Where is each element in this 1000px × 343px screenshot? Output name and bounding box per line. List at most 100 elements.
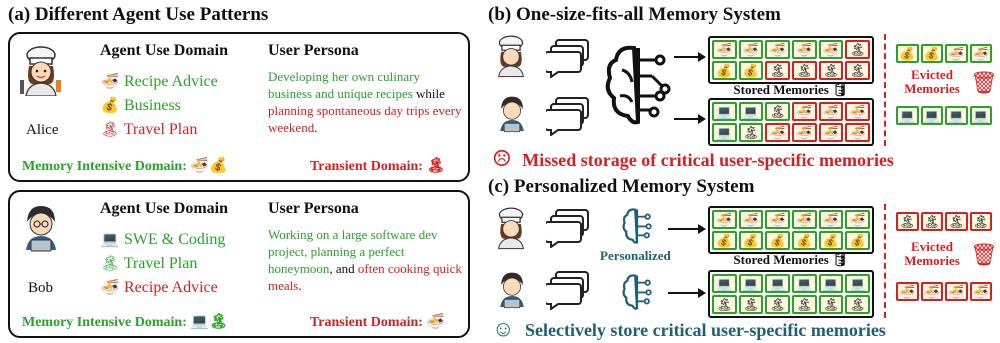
memory-cell: 🍜 — [969, 44, 992, 63]
memory-cell: 💰 — [896, 44, 919, 63]
beach-icon: 🏝 — [100, 122, 120, 138]
database-icon: 🛢 — [832, 82, 849, 97]
memory-cell: 💻 — [712, 102, 737, 121]
status-selective-storage: ☺ Selectively store critical user-specif… — [492, 316, 886, 341]
memory-cell: 🏝 — [791, 295, 817, 314]
memory-cell: 🍜 — [738, 40, 764, 59]
memory-cell: 🍜 — [765, 40, 790, 59]
brain-circuit-icon — [620, 206, 654, 251]
memory-cell: 💻 — [969, 106, 992, 125]
memory-cell: 💰 — [765, 231, 790, 250]
noodle-icon: 🍜 — [100, 74, 120, 90]
alice-avatar — [18, 46, 64, 101]
alice-domain-business: 💰 Business — [100, 97, 181, 114]
memory-cell: 🍜 — [969, 282, 992, 301]
alice-domain-header: Agent Use Domain — [100, 42, 228, 59]
evicted-memories-label-b: Evicted Memories — [904, 67, 960, 96]
bob-domain-recipe: 🍜 Recipe Advice — [100, 279, 218, 296]
brain-circuit-icon — [604, 40, 672, 135]
alice-intensive-label: Memory Intensive Domain: 🍜💰 — [22, 158, 228, 174]
chat-stack-icon — [544, 208, 592, 253]
memory-cell: 🏝 — [845, 61, 870, 80]
memory-cell: 🍜 — [712, 210, 737, 229]
chat-stack-icon — [544, 38, 592, 83]
memory-cell: 🏝 — [845, 40, 870, 59]
database-icon: 🛢 — [832, 252, 849, 267]
evicted-grid-bob-b: 💻 💻 💻 💻 — [894, 104, 994, 127]
memory-cell: 💻 — [765, 274, 790, 293]
memory-cell: 🍜 — [818, 102, 844, 121]
laptop-icon: 💻 — [100, 232, 120, 248]
memory-cell: 🏝 — [712, 295, 737, 314]
status-missed-storage: ☹ Missed storage of critical user-specif… — [492, 146, 894, 171]
memory-cell: 🍜 — [791, 40, 817, 59]
memory-cell: 🍜 — [738, 210, 764, 229]
personalized-label: Personalized — [600, 248, 671, 263]
arrow-right-icon — [668, 222, 706, 240]
alice-persona-text: Developing her own culinary business and… — [268, 69, 462, 135]
noodle-icon: 🍜 — [100, 280, 120, 296]
alice-intensive-icons: 🍜💰 — [190, 158, 228, 174]
beach-icon: 🏝 — [100, 256, 120, 272]
memory-cell: 💰 — [818, 231, 844, 250]
evicted-grid-alice-c: 🏝 🏝 🏝 🏝 — [894, 210, 994, 233]
memory-cell: 🍜 — [945, 44, 968, 63]
stored-memories-label-c: Stored Memories 🛢 — [733, 252, 849, 267]
alice-name: Alice — [26, 122, 59, 138]
memory-cell: 🍜 — [765, 210, 790, 229]
alice-domain-travel: 🏝 Travel Plan — [100, 121, 198, 138]
memory-cell: 🍜 — [845, 123, 870, 142]
memory-cell: 🍜 — [818, 123, 844, 142]
memory-cell: 🏝 — [765, 61, 790, 80]
developer-avatar-c — [494, 268, 530, 315]
alice-transient-icons: 🏝 — [426, 158, 446, 174]
memory-cell: 🍜 — [818, 210, 844, 229]
sad-face-icon: ☹ — [492, 146, 512, 171]
memory-cell: 🏝 — [791, 61, 817, 80]
memory-grid-bob-b: 💻 💻 🏝 🍜 🍜 🍜 💻 🏝 🍜 🍜 🍜 🍜 — [708, 98, 874, 146]
memory-cell: 💰 — [920, 44, 943, 63]
chat-stack-icon — [544, 270, 592, 315]
memory-cell: 💰 — [845, 231, 870, 250]
memory-cell: 🍜 — [845, 210, 870, 229]
bob-persona-header: User Persona — [268, 200, 359, 217]
memory-grid-alice-b: 🍜 🍜 🍜 🍜 🍜 🏝 💰 💰 🏝 🏝 🏝 🏝 — [708, 36, 874, 84]
bob-persona-text: Working on a large software dev project,… — [268, 227, 462, 293]
memory-cell: 💻 — [845, 274, 870, 293]
memory-cell: 🏝 — [845, 295, 870, 314]
bob-transient-icons: 🍜 — [426, 314, 446, 330]
chat-stack-icon — [544, 96, 592, 141]
evicted-grid-alice-b: 💰 💰 🍜 🍜 — [894, 42, 994, 65]
memory-cell: 🍜 — [920, 282, 943, 301]
developer-avatar-b — [494, 92, 530, 139]
trash-icon: 🗑 — [970, 70, 998, 95]
stored-memories-label-b: Stored Memories 🛢 — [733, 82, 849, 97]
memory-cell: 🏝 — [738, 123, 764, 142]
alice-domain-recipe: 🍜 Recipe Advice — [100, 73, 218, 90]
smile-face-icon: ☺ — [492, 316, 515, 341]
bob-domain-header: Agent Use Domain — [100, 200, 228, 217]
memory-grid-bob-c: 💻 💻 💻 💻 💻 💻 🏝 🏝 🏝 🏝 🏝 🏝 — [708, 270, 874, 318]
memory-cell: 🍜 — [791, 210, 817, 229]
memory-cell: 💻 — [738, 102, 764, 121]
memory-cell: 🏝 — [765, 295, 790, 314]
arrow-right-icon — [668, 286, 706, 304]
bob-name: Bob — [28, 280, 54, 296]
memory-cell: 💻 — [920, 106, 943, 125]
memory-cell: 💻 — [818, 274, 844, 293]
memory-cell: 🍜 — [791, 102, 817, 121]
evicted-memories-label-c: Evicted Memories — [904, 239, 960, 268]
alice-panel: Alice Agent Use Domain 🍜 Recipe Advice 💰… — [8, 32, 470, 182]
memory-cell: 🏝 — [920, 212, 943, 231]
bob-domain-swe: 💻 SWE & Coding — [100, 231, 226, 248]
alice-transient-label: Transient Domain: 🏝 — [310, 158, 446, 174]
memory-cell: 🍜 — [712, 40, 737, 59]
memory-cell: 💻 — [712, 274, 737, 293]
alice-persona-header: User Persona — [268, 42, 359, 59]
memory-cell: 💻 — [945, 106, 968, 125]
memory-cell: 🏝 — [896, 212, 919, 231]
memory-cell: 🏝 — [945, 212, 968, 231]
memory-cell: 🏝 — [818, 61, 844, 80]
memory-cell: 💰 — [791, 231, 817, 250]
memory-cell: 🏝 — [969, 212, 992, 231]
